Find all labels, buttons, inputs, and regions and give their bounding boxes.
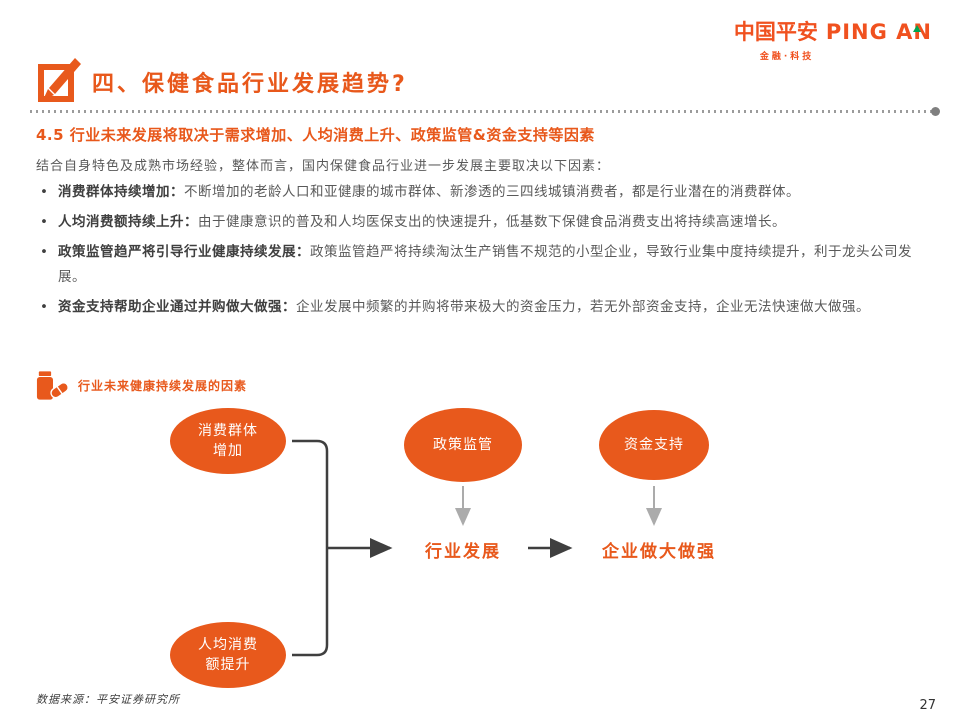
bullet-text: 政策监管趋严将持续淘汰生产销售不规范的小型企业，导致行业集中度持续提升，利于龙头… (58, 244, 912, 285)
bullet-lead: 消费群体持续增加： (58, 184, 184, 200)
factor-label: 政策监管 (433, 436, 493, 453)
bullet-item: 资金支持帮助企业通过并购做大做强：企业发展中频繁的并购将带来极大的资金压力，若无… (36, 295, 928, 320)
logo-tagline: 金融·科技 (759, 52, 815, 62)
outcome-enterprise-growth: 企业做大做强 (602, 542, 716, 562)
outcome-industry-development: 行业发展 (425, 542, 501, 562)
page-title: 四、保健食品行业发展趋势? (92, 72, 408, 97)
edit-pencil-icon (38, 58, 81, 102)
factor-label: 人均消费额提升 (198, 636, 258, 673)
logo-wordmark: 中国平安 PING AN (734, 16, 932, 46)
medicine-bottle-icon (36, 371, 69, 400)
diagram-caption: 行业未来健康持续发展的因素 (36, 370, 247, 401)
factor-node-consumer-growth: 消费群体增加 (170, 408, 286, 474)
intro-paragraph: 结合自身特色及成熟市场经验，整体而言，国内保健食品行业进一步发展主要取决以下因素… (36, 159, 611, 174)
dotted-divider (30, 107, 940, 116)
content-heading: 4.5 行业未来发展将取决于需求增加、人均消费上升、政策监管&资金支持等因素 (36, 126, 595, 144)
factor-flow-diagram: 消费群体增加 人均消费额提升 政策监管 资金支持 行业发展 企业做大做强 (0, 400, 960, 700)
bullet-text: 由于健康意识的普及和人均医保支出的快速提升，低基数下保健食品消费支出将持续高速增… (198, 214, 786, 230)
factor-node-capital-support: 资金支持 (599, 410, 709, 480)
logo-cn-text: 中国平安 (733, 20, 818, 44)
bullet-list: 消费群体持续增加：不断增加的老龄人口和亚健康的城市群体、新渗透的三四线城镇消费者… (36, 180, 928, 325)
diagram-caption-text: 行业未来健康持续发展的因素 (78, 379, 248, 393)
divider-end-dot (931, 107, 940, 116)
bullet-item: 人均消费额持续上升：由于健康意识的普及和人均医保支出的快速提升，低基数下保健食品… (36, 210, 928, 235)
logo-green-accent (913, 25, 921, 32)
bullet-item: 消费群体持续增加：不断增加的老龄人口和亚健康的城市群体、新渗透的三四线城镇消费者… (36, 180, 928, 205)
bullet-item: 政策监管趋严将引导行业健康持续发展：政策监管趋严将持续淘汰生产销售不规范的小型企… (36, 240, 928, 290)
factor-label: 消费群体增加 (198, 422, 258, 459)
bracket-connector (292, 439, 329, 657)
diagram-connectors (292, 439, 662, 657)
bullet-lead: 人均消费额持续上升： (58, 214, 198, 230)
bullet-lead: 资金支持帮助企业通过并购做大做强： (58, 299, 296, 315)
factor-node-policy-regulation: 政策监管 (404, 408, 522, 482)
source-note: 数据来源：平安证券研究所 (36, 693, 180, 706)
bullet-text: 不断增加的老龄人口和亚健康的城市群体、新渗透的三四线城镇消费者，都是行业潜在的消… (184, 184, 800, 200)
factor-label: 资金支持 (624, 436, 684, 453)
bullet-text: 企业发展中频繁的并购将带来极大的资金压力，若无外部资金支持，企业无法快速做大做强… (296, 299, 870, 315)
bullet-lead: 政策监管趋严将引导行业健康持续发展： (58, 244, 310, 260)
page-number: 27 (919, 698, 936, 713)
factor-node-per-capita-spend: 人均消费额提升 (170, 622, 286, 688)
pingan-logo: 中国平安 PING AN 金融·科技 (734, 16, 932, 62)
logo-en-text: PING AN (825, 20, 932, 44)
